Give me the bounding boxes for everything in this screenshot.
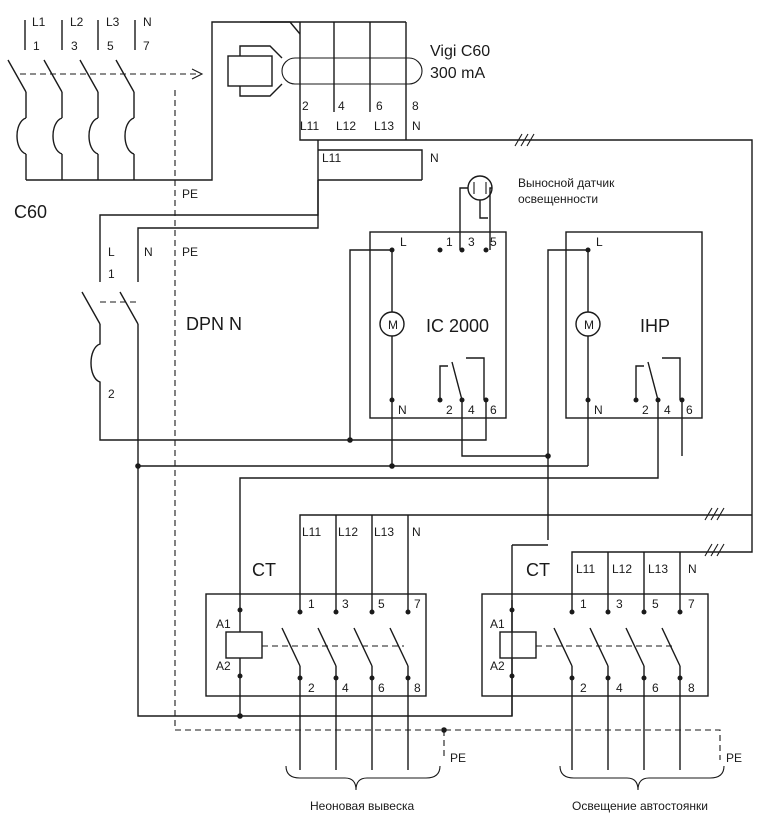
light-sensor: Выносной датчик освещенности [459,175,615,250]
ctl-num-2: 2 [308,681,315,695]
c60-num-3: 3 [71,39,78,53]
rcd-line-l11: L11 [300,119,319,133]
ctl-num-3: 3 [342,597,349,611]
load-left-label: Неоновая вывеска [310,799,414,813]
pe-label-top: PE [182,187,198,201]
load-right-pe: PE [726,751,742,765]
ctr-line-l11: L11 [576,562,595,576]
ic-term-l: L [400,235,407,249]
c60-num-7: 7 [143,39,150,53]
ctr-coil-a2: A2 [490,659,505,673]
ctl-line-l11: L11 [302,525,321,539]
twilight-switch-ic2000: L 1 3 5 M IC 2000 N 2 4 6 [350,231,548,466]
ctr-line-n: N [688,562,697,576]
ctl-line-l13: L13 [374,525,394,539]
dpn-num-2: 2 [108,387,115,401]
dpn-label-n: N [144,245,153,259]
ctr-num-2: 2 [580,681,587,695]
c60-num-1: 1 [33,39,40,53]
c60-num-5: 5 [107,39,114,53]
ctr-line-l12: L12 [612,562,632,576]
ihp-term-2: 2 [642,403,649,417]
ctr-num-5: 5 [652,597,659,611]
c60-label-n: N [143,15,152,29]
ctr-num-6: 6 [652,681,659,695]
breaker-c60: L1 L2 L3 N 1 3 5 7 C60 [7,15,301,222]
ic-name: IC 2000 [426,316,489,336]
rcd-name: Vigi C60 [430,43,490,60]
ctl-line-n: N [412,525,421,539]
dpn-name: DPN N [186,314,242,334]
ctl-name: CT [252,560,276,580]
feed-n: N [430,151,439,165]
ihp-term-6: 6 [686,403,693,417]
ic-term-1: 1 [446,235,453,249]
ihp-name: IHP [640,316,670,336]
ctr-num-3: 3 [616,597,623,611]
sensor-label-1: Выносной датчик [518,176,615,190]
ctr-num-4: 4 [616,681,623,695]
rcd-line-l13: L13 [374,119,394,133]
ctl-coil-a1: A1 [216,617,231,631]
ihp-term-l: L [596,235,603,249]
dpn-label-l: L [108,245,115,259]
rcd-num-2: 2 [302,99,309,113]
ctr-name: CT [526,560,550,580]
ctl-num-6: 6 [378,681,385,695]
sensor-label-2: освещенности [518,192,598,206]
c60-label-l3: L3 [106,15,120,29]
ctl-coil-a2: A2 [216,659,231,673]
dpn-num-1: 1 [108,267,115,281]
loads: PE PE Неоновая вывеска Освещение автосто… [285,751,742,813]
time-switch-ihp: L M IHP N 2 4 6 [239,231,703,600]
ihp-motor: M [584,318,594,332]
ctl-num-4: 4 [342,681,349,695]
dpn-label-pe: PE [182,245,198,259]
rcd-num-8: 8 [412,99,419,113]
ihp-term-n: N [594,403,603,417]
load-right-label: Освещение автостоянки [572,799,708,813]
ic-term-4: 4 [468,403,475,417]
c60-label-l1: L1 [32,15,46,29]
rcd-vigi-c60: Vigi C60 300 mA 2 4 6 8 L11 L12 L13 N L1… [99,21,753,510]
ctl-num-7: 7 [414,597,421,611]
ic-term-6: 6 [490,403,497,417]
rcd-num-4: 4 [338,99,345,113]
ctr-num-8: 8 [688,681,695,695]
ctl-num-5: 5 [378,597,385,611]
ctr-num-1: 1 [580,597,587,611]
ctl-line-l12: L12 [338,525,358,539]
ctr-num-7: 7 [688,597,695,611]
rcd-rating: 300 mA [430,65,485,82]
contactor-right: L11 L12 L13 N CT 1 3 5 7 A1 A2 2 4 6 8 [481,560,709,770]
rcd-line-n: N [412,119,421,133]
c60-label-l2: L2 [70,15,84,29]
ctr-coil-a1: A1 [490,617,505,631]
ctr-line-l13: L13 [648,562,668,576]
ic-term-5: 5 [490,235,497,249]
feed-l11: L11 [322,151,341,165]
ic-term-2: 2 [446,403,453,417]
ihp-term-4: 4 [664,403,671,417]
ic-term-n: N [398,403,407,417]
load-left-pe: PE [450,751,466,765]
contactor-left: L11 L12 L13 N CT 1 3 5 7 A1 A2 2 4 6 8 [205,525,427,770]
ic-motor: M [388,318,398,332]
c60-name: C60 [14,202,47,222]
ctl-num-1: 1 [308,597,315,611]
ctl-num-8: 8 [414,681,421,695]
ic-term-3: 3 [468,235,475,249]
rcd-num-6: 6 [376,99,383,113]
rcd-line-l12: L12 [336,119,356,133]
